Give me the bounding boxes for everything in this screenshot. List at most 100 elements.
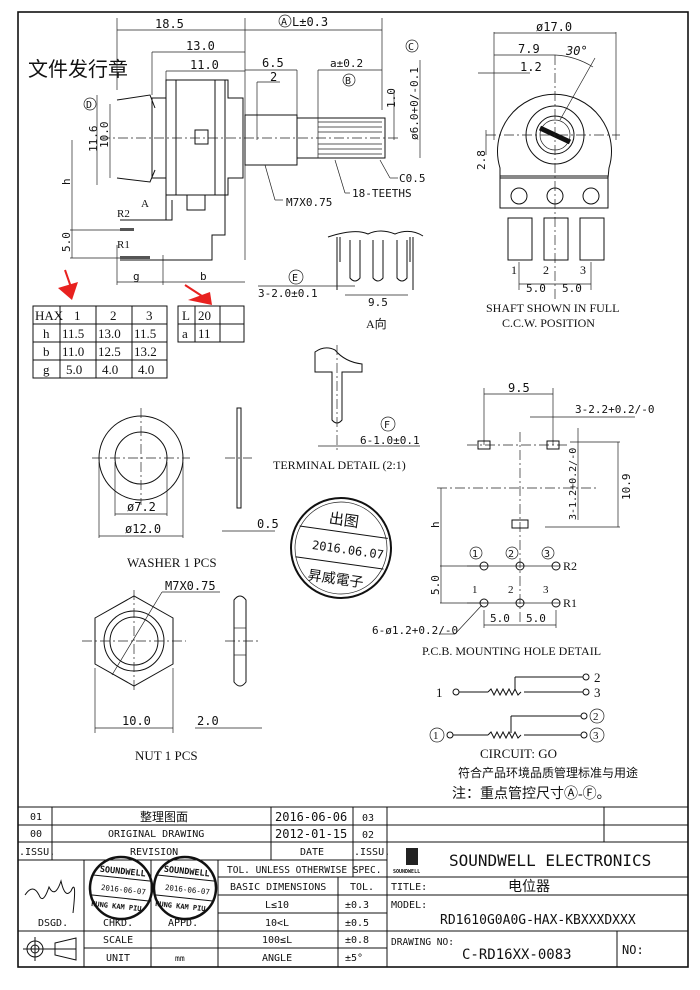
dim-marker-d: D	[86, 100, 92, 111]
dim-13: 13.0	[186, 39, 215, 53]
circuit-pin: 2	[594, 670, 601, 685]
terminal-detail-caption: TERMINAL DETAIL (2:1)	[273, 458, 406, 472]
cell: 13.2	[134, 344, 157, 359]
dsgd-label: DSGD.	[38, 918, 68, 929]
pin-label: 3	[580, 263, 586, 277]
dim-pitch: 9.5	[368, 296, 388, 309]
pcb-circled-pin: 3	[544, 549, 550, 560]
release-stamp-text: 文件发行章	[28, 58, 128, 81]
thread-label: M7X0.75	[286, 196, 332, 209]
pcb-pitch-2: 5.0	[526, 612, 546, 625]
washer-outer-dia: ø12.0	[125, 522, 161, 536]
label-a-view-arrow: A	[141, 198, 149, 210]
nut-thread: M7X0.75	[165, 579, 216, 593]
pcb-dim-9-5: 9.5	[508, 381, 530, 395]
model-label: MODEL:	[391, 900, 427, 911]
pcb-r2: R2	[563, 559, 577, 573]
hax-col-header: 2	[110, 308, 117, 323]
hax-table: HAX 1 2 3 h 11.5 13.0 11.5 b 11.0 12.5 1…	[32, 305, 168, 379]
pcb-detail: 9.5 3-2.2+0.2/-0 3-1.2+0.2/-0 10.9 h 5.0…	[372, 381, 654, 658]
cell: 12.5	[98, 344, 121, 359]
dim-1: 1.0	[385, 88, 398, 108]
stamp-person: HUNG KAM PIU	[91, 900, 142, 913]
tol-range: ANGLE	[262, 953, 292, 964]
drawing-no-label: DRAWING NO:	[391, 937, 454, 948]
hdr-date: DATE	[300, 847, 324, 858]
circuit-pin: 3	[593, 730, 599, 742]
dim-dia-17: ø17.0	[536, 20, 572, 34]
dim-6-5: 6.5	[262, 56, 284, 70]
dim-pitch-2: 5.0	[562, 282, 582, 295]
stamp-date: 2016-06-07	[100, 883, 146, 897]
nut-caption: NUT 1 PCS	[135, 748, 198, 763]
logo-text: SOUNDWELL	[393, 869, 420, 875]
front-caption-1: SHAFT SHOWN IN FULL	[486, 301, 619, 315]
dim-shaft-dia: ø6.0+0/-0.1	[408, 67, 421, 140]
title-label: TITLE:	[391, 882, 427, 893]
stamp-name: SOUNDWELL	[99, 865, 146, 880]
hdr-issue: .ISSU.	[19, 847, 55, 858]
dim-10: 10.0	[98, 122, 111, 149]
dim-a: a±0.2	[330, 57, 363, 70]
row-label: b	[43, 344, 50, 359]
tol-range: 10<L	[265, 918, 289, 929]
right-issue: 03	[362, 813, 374, 824]
label-r1: R1	[117, 239, 130, 251]
washer: ø7.2 ø12.0 0.5 WASHER 1 PCS	[92, 407, 279, 570]
circuit-pin: 1	[433, 730, 439, 742]
dim-b: b	[200, 270, 207, 283]
inspector-stamp: SOUNDWELL 2016-06-07 HUNG KAM PIU	[88, 855, 154, 921]
model-value: RD1610G0A0G-HAX-KBXXXDXXX	[440, 913, 636, 928]
rev-issue: 01	[30, 812, 42, 823]
pcb-pin: 3	[543, 584, 549, 596]
rev-issue: 00	[30, 829, 42, 840]
circuit-label: CIRCUIT: GO	[480, 746, 557, 761]
dim-pitch-1: 5.0	[526, 282, 546, 295]
side-view: 18.5 A L±0.3 13.0 11.0 6.5 2 a±0.2 B C ø…	[60, 14, 426, 285]
stamp-person: HUNG KAM PIU	[155, 900, 206, 913]
pcb-dim-slot: 3-2.2+0.2/-0	[575, 403, 654, 416]
dim-angle: 30°	[565, 44, 588, 58]
dim-marker-f: F	[384, 420, 390, 431]
circuit-note-1: 符合产品环境品质管理标准与用途	[458, 765, 638, 780]
cell: 11.5	[134, 326, 156, 341]
circuit-pin: 1	[436, 685, 443, 700]
stamp-name: SOUNDWELL	[163, 865, 210, 880]
sheet-border	[17, 11, 689, 968]
pcb-circled-pin: 1	[472, 549, 478, 560]
chamfer-label: C0.5	[399, 172, 426, 185]
pcb-dim-5: 5.0	[429, 575, 442, 595]
hax-col-header: 3	[146, 308, 153, 323]
washer-caption: WASHER 1 PCS	[127, 555, 217, 570]
washer-inner-dia: ø7.2	[127, 500, 156, 514]
tol-value: ±0.5	[345, 918, 369, 929]
appd-label: APPD.	[168, 918, 198, 929]
rev-date: 2016-06-06	[275, 810, 347, 824]
dim-h: h	[60, 178, 73, 185]
dim-11-6: 11.6	[87, 126, 100, 153]
inspector-stamp: SOUNDWELL 2016-06-07 HUNG KAM PIU	[152, 855, 218, 921]
cell: 11.0	[62, 344, 84, 359]
approval-stamp: 出图 2016.06.07 昇威電子	[290, 497, 392, 599]
row-label: h	[43, 326, 50, 341]
row-label: g	[43, 362, 50, 377]
pcb-dim-h: h	[429, 521, 442, 528]
pcb-dim-10-9: 10.9	[620, 474, 633, 501]
terminal-detail: F 6-1.0±0.1 TERMINAL DETAIL (2:1)	[273, 345, 420, 472]
cell: L	[182, 308, 190, 323]
pin-label: 2	[543, 263, 549, 277]
dim-18-5: 18.5	[155, 17, 184, 31]
tol-range: L≤10	[265, 900, 289, 911]
pcb-holes: 6-ø1.2+0.2/-0	[372, 624, 458, 637]
hdr-revision: REVISION	[130, 847, 178, 858]
tol-header-col: TOL.	[350, 882, 374, 893]
cell: 20	[198, 308, 211, 323]
front-view: ø17.0 7.9 1.2 30° 2.8 1 2 3 5.0 5.0 SHAF…	[475, 20, 620, 330]
unit-label: UNIT	[106, 953, 130, 964]
tol-value: ±5°	[345, 953, 363, 964]
company-logo-icon	[406, 848, 418, 865]
cell: 4.0	[138, 362, 154, 377]
projection-symbol-icon	[23, 937, 77, 961]
a-view-label: A向	[366, 316, 387, 331]
chkd-label: CHKD.	[103, 918, 133, 929]
